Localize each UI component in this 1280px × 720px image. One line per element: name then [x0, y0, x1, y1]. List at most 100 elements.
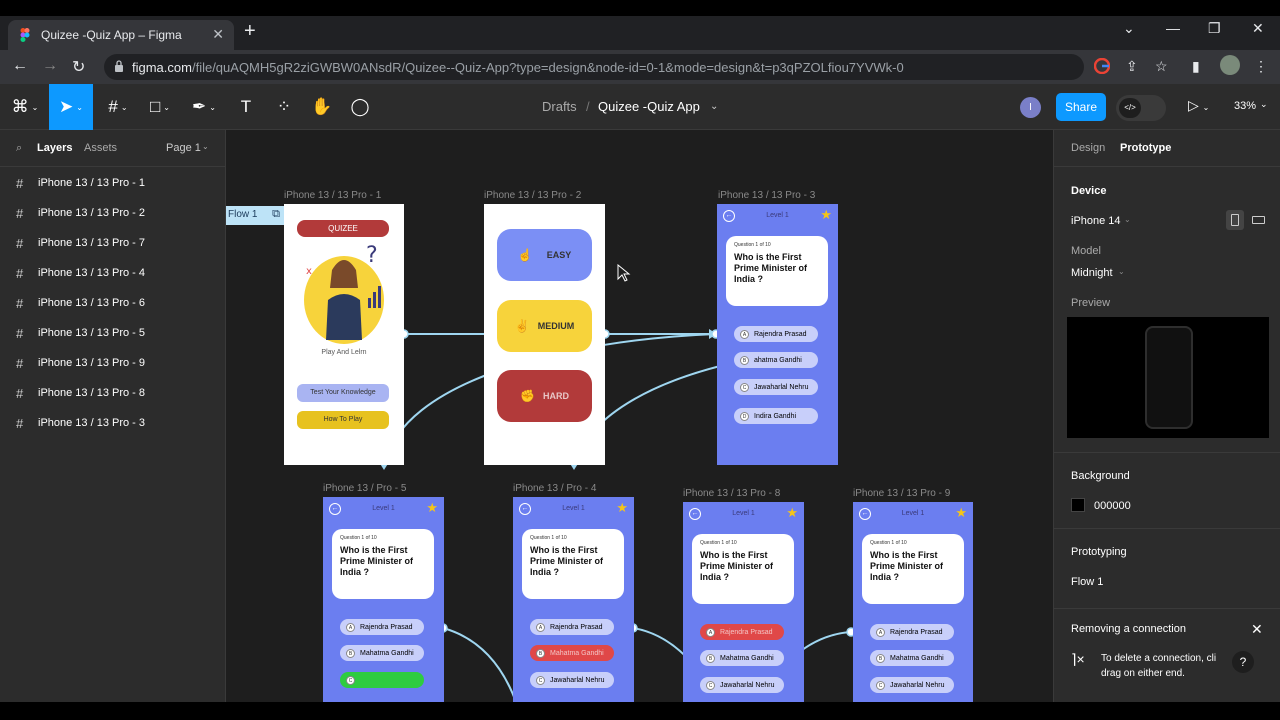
layer-row[interactable]: #iPhone 13 / 13 Pro - 6 — [0, 288, 226, 318]
frame-quiz-8[interactable]: ←Level 1★ Question 1 of 10 Who is the Fi… — [683, 502, 804, 702]
frame-label[interactable]: iPhone 13 / 13 Pro - 9 — [853, 488, 951, 499]
sidebar-toggle-icon[interactable]: ▮ — [1192, 58, 1200, 74]
back-arrow-icon[interactable]: ← — [859, 508, 871, 520]
search-icon[interactable]: ⌕ — [16, 142, 23, 154]
browser-menu-icon[interactable]: ⋮ — [1254, 58, 1268, 74]
frame-quiz-9[interactable]: ←Level 1★ Question 1 of 10 Who is the Fi… — [853, 502, 973, 702]
restore-icon[interactable]: ❐ — [1208, 20, 1221, 36]
comment-tool-icon[interactable]: ◯ — [350, 97, 370, 116]
back-arrow-icon[interactable]: ← — [329, 503, 341, 515]
tab-layers[interactable]: Layers — [37, 142, 73, 154]
frame-tool-icon[interactable]: #⌄ — [108, 97, 128, 116]
page-selector[interactable]: Page 1 — [166, 142, 201, 154]
medium-button[interactable]: ✌MEDIUM — [497, 300, 592, 352]
help-icon[interactable]: ? — [1232, 651, 1254, 673]
frame-label[interactable]: iPhone 13 / 13 Pro - 2 — [484, 190, 582, 201]
frame-label[interactable]: iPhone 13 / 13 Pro - 3 — [718, 190, 816, 201]
main-menu-icon[interactable]: ⌘⌄ — [11, 97, 39, 116]
flow-starting-point[interactable]: Flow 1⧉ — [226, 206, 284, 225]
portrait-orientation-button[interactable] — [1226, 210, 1244, 230]
background-color-swatch[interactable] — [1071, 498, 1085, 512]
google-icon[interactable] — [1093, 57, 1111, 77]
device-chevron-icon[interactable]: ⌄ — [1124, 215, 1131, 224]
back-arrow-icon[interactable]: ← — [519, 503, 531, 515]
frame-label[interactable]: iPhone 13 / 13 Pro - 8 — [683, 488, 781, 499]
layer-row[interactable]: #iPhone 13 / 13 Pro - 4 — [0, 258, 226, 288]
how-to-play-button[interactable]: How To Play — [297, 411, 389, 429]
layer-row[interactable]: #iPhone 13 / 13 Pro - 7 — [0, 228, 226, 258]
layer-row[interactable]: #iPhone 13 / 13 Pro - 2 — [0, 198, 226, 228]
layer-row[interactable]: #iPhone 13 / 13 Pro - 8 — [0, 378, 226, 408]
model-select[interactable]: Midnight — [1071, 267, 1113, 279]
bookmark-star-icon[interactable]: ☆ — [1155, 58, 1168, 74]
hand-tool-icon[interactable]: ✋ — [311, 97, 333, 116]
frame-quiz-4[interactable]: ←Level 1★ Question 1 of 10 Who is the Fi… — [513, 497, 634, 702]
layer-row[interactable]: #iPhone 13 / 13 Pro - 3 — [0, 408, 226, 438]
file-name[interactable]: Quizee -Quiz App — [598, 99, 700, 114]
hard-button[interactable]: ✊HARD — [497, 370, 592, 422]
layer-row[interactable]: #iPhone 13 / 13 Pro - 1 — [0, 168, 226, 198]
model-chevron-icon[interactable]: ⌄ — [1118, 267, 1125, 276]
easy-button[interactable]: ☝EASY — [497, 229, 592, 281]
move-tool-icon[interactable]: ➤⌄ — [49, 84, 93, 130]
user-avatar[interactable]: I — [1020, 97, 1041, 118]
tab-close-icon[interactable]: ✕ — [212, 26, 224, 42]
test-knowledge-button[interactable]: Test Your Knowledge — [297, 384, 389, 402]
frame-label[interactable]: iPhone 13 / Pro - 5 — [323, 483, 406, 494]
shape-tool-icon[interactable]: □⌄ — [150, 97, 170, 116]
layer-row[interactable]: #iPhone 13 / 13 Pro - 5 — [0, 318, 226, 348]
tab-prototype[interactable]: Prototype — [1120, 142, 1172, 154]
window-close-icon[interactable]: ✕ — [1252, 20, 1264, 36]
reload-icon[interactable]: ↻ — [72, 59, 86, 76]
frame-quiz-3[interactable]: ←Level 1★ Question 1 of 10 Who is the Fi… — [717, 204, 838, 465]
dev-mode-toggle[interactable]: </> — [1116, 95, 1166, 121]
url-bar[interactable]: figma.com/file/quAQMH5gR2ziGWBW0ANsdR/Qu… — [104, 54, 1084, 80]
profile-avatar[interactable] — [1220, 55, 1240, 75]
minimize-icon[interactable]: — — [1166, 20, 1180, 36]
present-play-icon[interactable]: ▷ ⌄ — [1188, 97, 1210, 113]
share-button[interactable]: Share — [1056, 93, 1106, 121]
frame-difficulty[interactable]: ☝EASY ✌MEDIUM ✊HARD — [484, 204, 605, 465]
text-tool-icon[interactable]: T — [240, 97, 252, 116]
forward-icon[interactable]: → — [42, 57, 58, 74]
frame-home[interactable]: QUIZEE ? x Play And Lelrn Test Your Know… — [284, 204, 404, 465]
toast-close-icon[interactable]: ✕ — [1251, 621, 1263, 637]
device-select[interactable]: iPhone 14 — [1071, 215, 1121, 227]
canvas[interactable]: Flow 1⧉ iPhone 13 / 13 Pro - 1 iPhone 13… — [226, 130, 1053, 702]
tab-design[interactable]: Design — [1071, 142, 1106, 154]
zoom-level[interactable]: 33% — [1234, 100, 1257, 112]
layer-row[interactable]: #iPhone 13 / 13 Pro - 9 — [0, 348, 226, 378]
breadcrumb-drafts[interactable]: Drafts — [542, 99, 577, 114]
back-arrow-icon[interactable]: ← — [723, 210, 735, 222]
resources-icon[interactable]: ⁘ — [276, 97, 292, 116]
landscape-orientation-icon[interactable] — [1252, 216, 1265, 224]
background-color-value[interactable]: 000000 — [1094, 500, 1131, 512]
new-tab-icon[interactable]: + — [244, 20, 256, 42]
back-arrow-icon[interactable]: ← — [689, 508, 701, 520]
frame-label[interactable]: iPhone 13 / Pro - 4 — [513, 483, 596, 494]
frame-quiz-5[interactable]: ←Level 1★ Question 1 of 10 Who is the Fi… — [323, 497, 444, 702]
frame-label[interactable]: iPhone 13 / 13 Pro - 1 — [284, 190, 382, 201]
page-chevron-icon[interactable]: ⌄ — [202, 142, 209, 151]
back-icon[interactable]: ← — [12, 57, 28, 74]
browser-tab[interactable]: Quizee -Quiz App – Figma ✕ — [8, 20, 234, 50]
zoom-chevron-icon[interactable]: ⌄ — [1260, 99, 1268, 109]
tab-assets[interactable]: Assets — [84, 142, 118, 154]
tab-search-icon[interactable]: ⌄ — [1123, 20, 1135, 36]
flow-item[interactable]: Flow 1 — [1071, 576, 1104, 588]
